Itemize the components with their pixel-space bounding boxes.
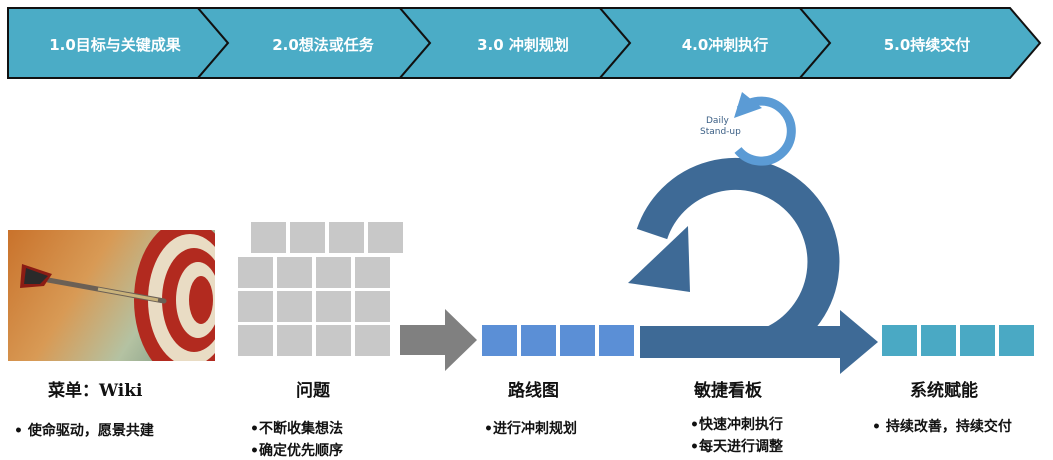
column-item-enablement-1: • 持续改善，持续交付 <box>872 419 1012 435</box>
dart-target-icon <box>8 230 215 361</box>
column-title-goal: 菜单：Wiki <box>48 381 143 401</box>
column-item-roadmap-1: •进行冲刺规划 <box>484 421 577 437</box>
sprint-title: Sprint <box>715 228 787 256</box>
phase-banner <box>7 7 1042 79</box>
phase-label-2: 2.0想法或任务 <box>272 36 374 54</box>
column-title-kanban: 敏捷看板 <box>694 381 762 401</box>
column-title-roadmap: 路线图 <box>508 381 559 401</box>
phase-label-1: 1.0目标与关键成果 <box>49 36 181 54</box>
roadmap-bar-icon <box>482 325 634 356</box>
standup-label-line1: Daily <box>706 116 729 126</box>
column-item-goal-1: • 使命驱动，愿景共建 <box>14 423 154 439</box>
phase-chevron-5 <box>797 7 1042 79</box>
column-title-enablement: 系统赋能 <box>910 381 978 401</box>
daily-standup-loop-icon <box>734 92 796 166</box>
phase-label-3: 3.0 冲刺规划 <box>477 36 569 54</box>
column-item-backlog-1: •不断收集想法 <box>250 421 343 437</box>
column-item-backlog-2: •确定优先顺序 <box>250 443 343 459</box>
sprint-duration: 2-4 weeks <box>717 263 785 278</box>
standup-label-line2: Stand-up <box>700 127 741 137</box>
phase-label-5: 5.0持续交付 <box>883 36 971 54</box>
column-item-kanban-1: •快速冲刺执行 <box>690 417 783 433</box>
column-title-backlog: 问题 <box>296 381 330 401</box>
delivery-bar-icon <box>882 325 1034 356</box>
phase-label-4: 4.0冲刺执行 <box>681 36 769 54</box>
column-item-kanban-2: •每天进行调整 <box>690 439 783 455</box>
right-arrow-icon <box>400 309 477 371</box>
